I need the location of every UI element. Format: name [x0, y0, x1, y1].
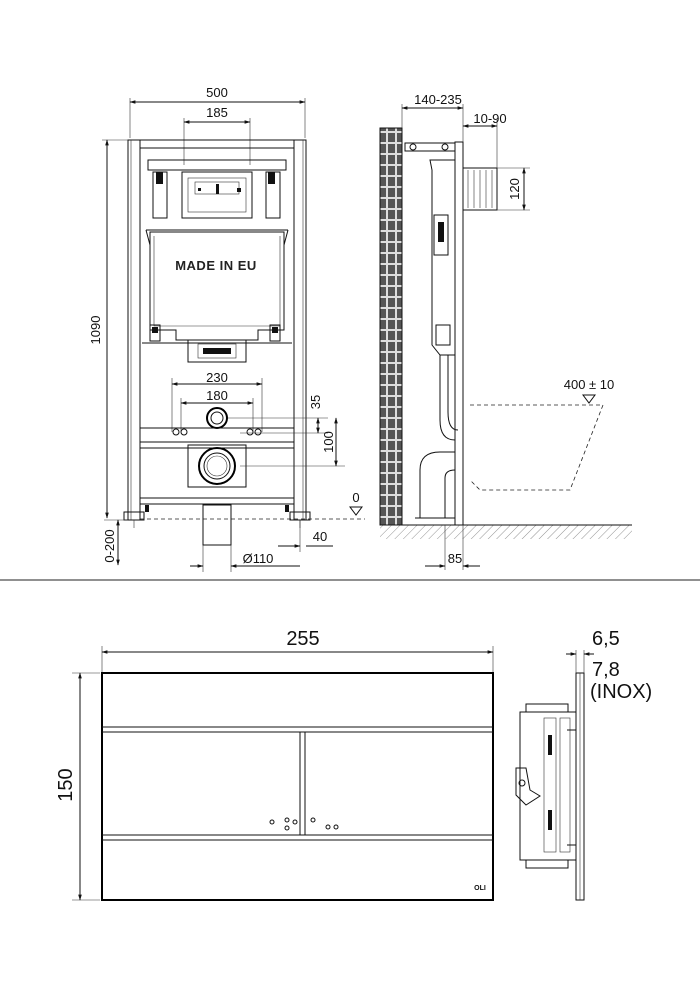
dim-230-label: 230 — [206, 370, 228, 385]
plate-width-label: 255 — [286, 628, 319, 650]
flush-plate-front-view: 255 150 OLI — [55, 628, 494, 901]
dim-185-label: 185 — [206, 105, 228, 120]
frame-profile — [454, 141, 464, 526]
inox-label: (INOX) — [590, 681, 652, 703]
water-inlet-connector — [462, 167, 498, 211]
flush-opening — [181, 171, 253, 219]
brand-logo: OLI — [474, 885, 486, 892]
plate-height-label: 150 — [55, 768, 77, 801]
plate-thickness-inox-label: 7,8 — [592, 659, 620, 681]
floor-hatch — [380, 525, 632, 539]
right-upright — [293, 139, 307, 521]
left-upright — [127, 139, 141, 521]
drain-elbow — [419, 451, 455, 518]
brick-wall — [379, 127, 403, 526]
flush-plate-side-view: 6,5 7,8 (INOX) — [515, 628, 652, 901]
dim-0-200-label: 0-200 — [102, 529, 117, 562]
flush-pipe-connector — [206, 407, 228, 429]
dim-100-label: 100 — [321, 431, 336, 453]
cistern-body — [149, 231, 285, 341]
half-flush-button[interactable] — [102, 732, 300, 835]
drain-connector — [198, 447, 236, 485]
half-flush-icon — [269, 817, 298, 831]
toilet-bowl-outline — [469, 404, 604, 491]
dim-85-label: 85 — [448, 551, 462, 566]
dim-180-label: 180 — [206, 388, 228, 403]
dim-1090-label: 1090 — [88, 316, 103, 345]
frame-front-view: 500 185 MADE IN EU — [88, 85, 365, 572]
flush-plate-outline — [101, 672, 494, 901]
cistern-outlet — [187, 339, 247, 363]
dim-140-235-label: 140-235 — [414, 92, 462, 107]
cistern-side-profile — [429, 159, 456, 356]
dim-pipe-diameter-label: Ø110 — [243, 551, 274, 566]
made-in-eu-label: MADE IN EU — [175, 258, 257, 273]
frame-side-view: 400 ± 10 140-235 10-90 120 85 — [379, 92, 632, 570]
floor-zero-label: 0 — [352, 490, 359, 505]
full-flush-button[interactable] — [305, 732, 493, 835]
bowl-height-label: 400 ± 10 — [564, 377, 615, 392]
dim-500-label: 500 — [206, 85, 228, 100]
full-flush-icon — [310, 817, 339, 830]
drain-pipe — [202, 504, 232, 546]
plate-thickness-label: 6,5 — [592, 628, 620, 650]
dim-120-label: 120 — [507, 178, 522, 200]
dim-10-90-label: 10-90 — [473, 111, 506, 126]
dim-40-label: 40 — [313, 529, 327, 544]
dim-35-label: 35 — [308, 395, 323, 409]
mounting-frame — [519, 711, 577, 861]
